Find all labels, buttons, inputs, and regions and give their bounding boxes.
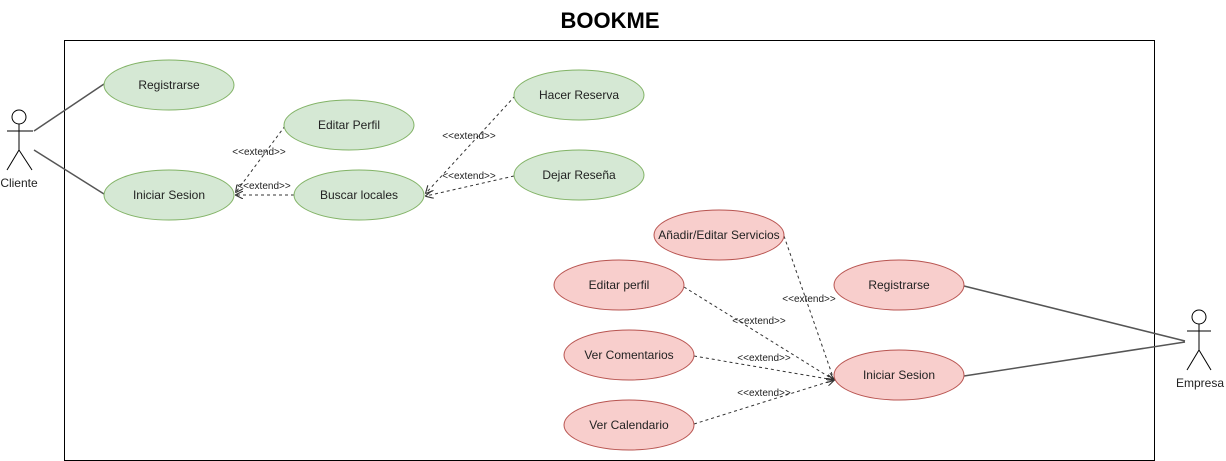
use-case-client-registrarse: Registrarse bbox=[103, 59, 235, 111]
use-case-company-ver-comentarios: Ver Comentarios bbox=[563, 329, 695, 381]
extend-label: <<extend>> bbox=[232, 147, 286, 158]
association-empresa-iniciar-sesion bbox=[963, 341, 1186, 377]
use-case-label: Buscar locales bbox=[320, 188, 398, 202]
use-case-label: Editar perfil bbox=[589, 278, 650, 292]
association-cliente-registrarse bbox=[33, 83, 105, 132]
extend-anadir-servicios-to-iniciar-sesion bbox=[783, 235, 834, 380]
use-case-company-editar-perfil: Editar perfil bbox=[553, 259, 685, 311]
extend-label: <<extend>> bbox=[782, 294, 836, 305]
use-case-client-editar-perfil: Editar Perfil bbox=[283, 99, 415, 151]
use-case-company-ver-calendario: Ver Calendario bbox=[563, 399, 695, 451]
association-empresa-registrarse bbox=[963, 285, 1186, 342]
use-case-label: Ver Comentarios bbox=[584, 348, 673, 362]
actor-cliente-label: Cliente bbox=[0, 176, 38, 190]
extend-label: <<extend>> bbox=[737, 353, 791, 364]
extend-editar-perfil-to-iniciar-sesion bbox=[236, 125, 286, 192]
extend-ver-calendario-to-iniciar-sesion bbox=[693, 380, 834, 425]
use-case-label: Registrarse bbox=[868, 278, 930, 292]
diagram-title: BOOKME bbox=[561, 8, 660, 33]
extend-label: <<extend>> bbox=[442, 131, 496, 142]
extend-hacer-reserva-to-buscar-locales bbox=[426, 95, 516, 193]
extend-label: <<extend>> bbox=[442, 171, 496, 182]
use-case-client-dejar-resena: Dejar Reseña bbox=[513, 149, 645, 201]
actor-cliente bbox=[6, 109, 33, 171]
use-case-company-anadir-servicios: Añadir/Editar Servicios bbox=[653, 209, 785, 261]
actor-empresa-label: Empresa bbox=[1176, 376, 1224, 390]
use-case-client-hacer-reserva: Hacer Reserva bbox=[513, 69, 645, 121]
actor-empresa bbox=[1186, 309, 1212, 371]
extend-label: <<extend>> bbox=[737, 388, 791, 399]
extend-label: <<extend>> bbox=[732, 316, 786, 327]
use-case-label: Añadir/Editar Servicios bbox=[658, 228, 779, 242]
use-case-company-registrarse: Registrarse bbox=[833, 259, 965, 311]
extend-label: <<extend>> bbox=[237, 181, 291, 192]
use-case-client-buscar-locales: Buscar locales bbox=[293, 169, 425, 221]
use-case-label: Dejar Reseña bbox=[542, 168, 616, 182]
use-case-label: Hacer Reserva bbox=[539, 88, 619, 102]
use-case-client-iniciar-sesion: Iniciar Sesion bbox=[103, 169, 235, 221]
use-case-company-iniciar-sesion: Iniciar Sesion bbox=[833, 349, 965, 401]
use-case-label: Iniciar Sesion bbox=[863, 368, 935, 382]
association-cliente-iniciar-sesion bbox=[33, 149, 105, 195]
use-case-label: Registrarse bbox=[138, 78, 200, 92]
use-case-label: Editar Perfil bbox=[318, 118, 380, 132]
use-case-label: Ver Calendario bbox=[589, 418, 669, 432]
use-case-label: Iniciar Sesion bbox=[133, 188, 205, 202]
